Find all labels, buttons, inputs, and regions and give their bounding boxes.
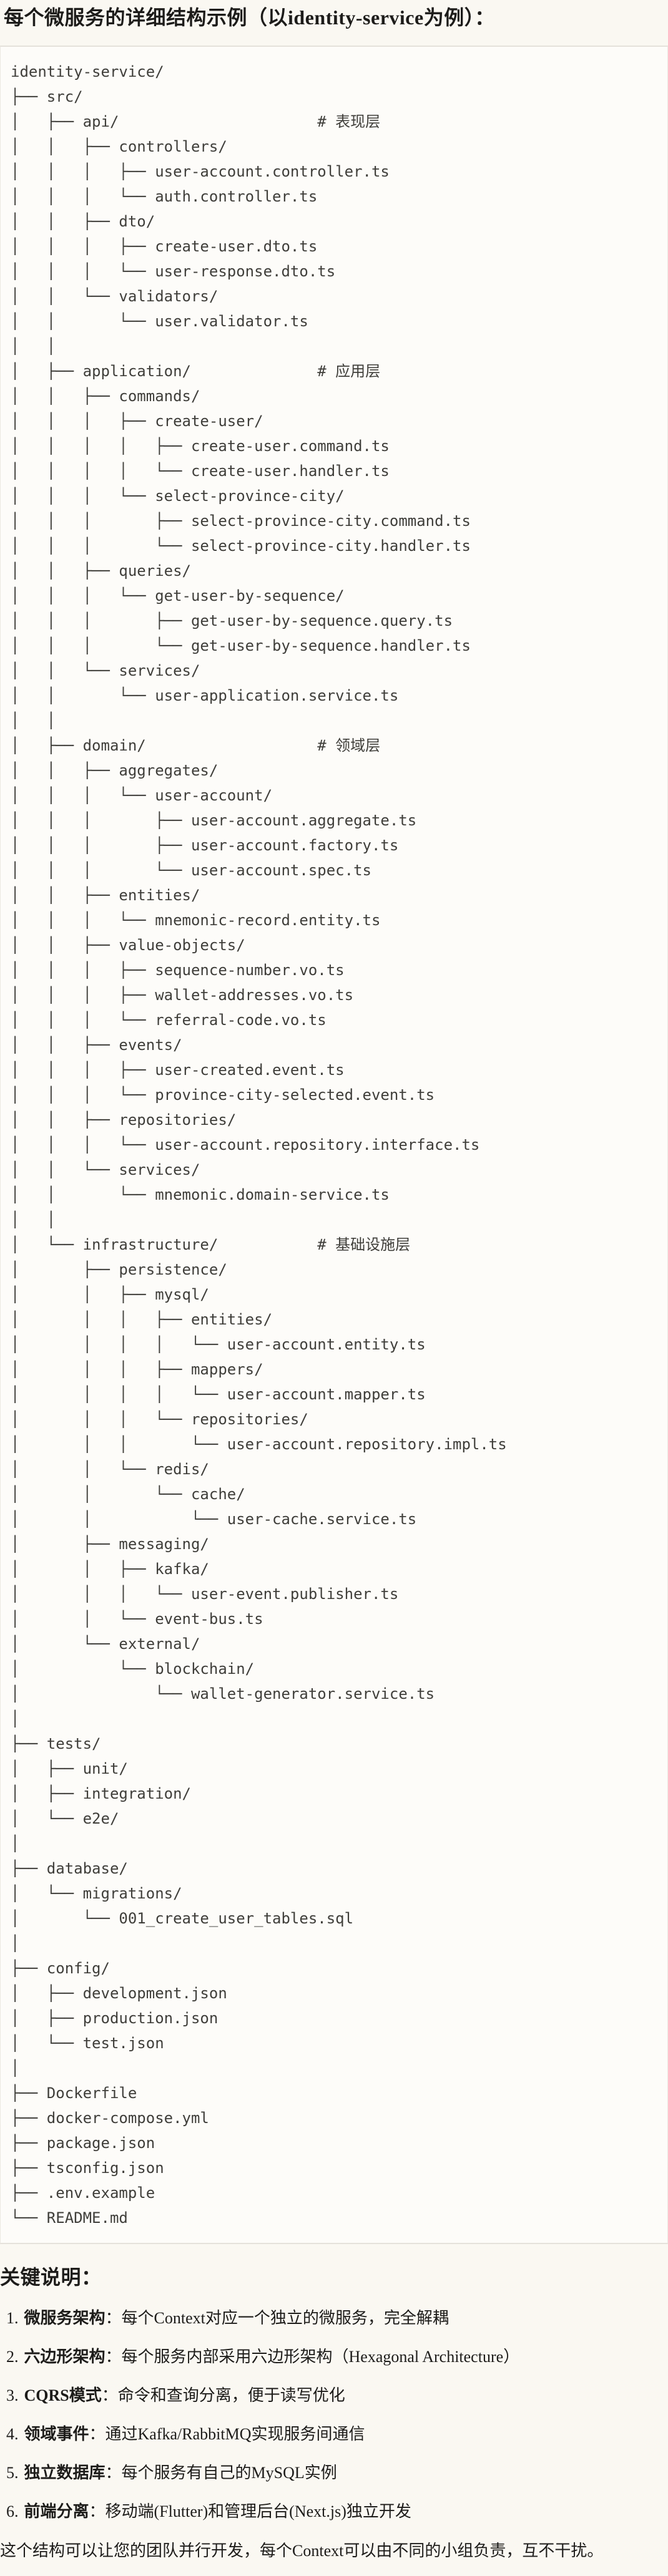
note-item-independent-db: 5. 独立数据库：每个服务有自己的MySQL实例 [0, 2462, 668, 2484]
note-item-colon: ： [89, 2425, 106, 2444]
note-item-label: 六边形架构 [24, 2348, 106, 2366]
note-item-domain-events: 4. 领域事件：通过Kafka/RabbitMQ实现服务间通信 [0, 2423, 668, 2445]
note-item-number: 4. [6, 2425, 19, 2444]
note-item-colon: ： [89, 2502, 106, 2521]
directory-tree: identity-service/ ├── src/ │ ├── api/ # … [11, 62, 507, 2227]
note-item-number: 2. [6, 2348, 19, 2366]
note-item-frontend-separation: 6. 前端分离：移动端(Flutter)和管理后台(Next.js)独立开发 [0, 2501, 668, 2522]
note-item-hexagonal: 2. 六边形架构：每个服务内部采用六边形架构（Hexagonal Architec… [0, 2346, 668, 2368]
note-item-number: 3. [6, 2386, 19, 2405]
note-item-cqrs: 3. CQRS模式：命令和查询分离，便于读写优化 [0, 2384, 668, 2406]
note-item-text: 每个服务有自己的MySQL实例 [121, 2464, 337, 2482]
page-title: 每个微服务的详细结构示例（以identity-service为例）： [4, 6, 495, 29]
note-item-label: CQRS模式 [24, 2386, 102, 2405]
note-item-colon: ： [105, 2308, 122, 2327]
closing-paragraph: 这个结构可以让您的团队并行开发，每个Context可以由不同的小组负责，互不干扰… [0, 2541, 604, 2560]
note-item-number: 6. [6, 2502, 19, 2521]
note-item-number: 1. [6, 2308, 19, 2327]
note-item-text: 通过Kafka/RabbitMQ实现服务间通信 [105, 2425, 365, 2444]
note-item-label: 独立数据库 [24, 2464, 106, 2482]
note-item-microservices: 1. 微服务架构：每个Context对应一个独立的微服务，完全解耦 [0, 2307, 668, 2329]
note-item-text: 每个Context对应一个独立的微服务，完全解耦 [121, 2308, 449, 2327]
note-item-text: 每个服务内部采用六边形架构（Hexagonal Architecture） [121, 2348, 520, 2366]
note-item-label: 微服务架构 [24, 2308, 106, 2327]
note-item-colon: ： [105, 2348, 122, 2366]
note-item-label: 前端分离 [24, 2502, 89, 2521]
note-item-number: 5. [6, 2464, 19, 2482]
notes-heading: 关键说明： [0, 2265, 102, 2288]
note-item-text: 移动端(Flutter)和管理后台(Next.js)独立开发 [105, 2502, 411, 2521]
code-block: identity-service/ ├── src/ │ ├── api/ # … [0, 45, 668, 2244]
note-item-colon: ： [105, 2464, 122, 2482]
note-item-colon: ： [101, 2386, 118, 2405]
note-item-text: 命令和查询分离，便于读写优化 [117, 2386, 345, 2405]
note-item-label: 领域事件 [24, 2425, 89, 2444]
